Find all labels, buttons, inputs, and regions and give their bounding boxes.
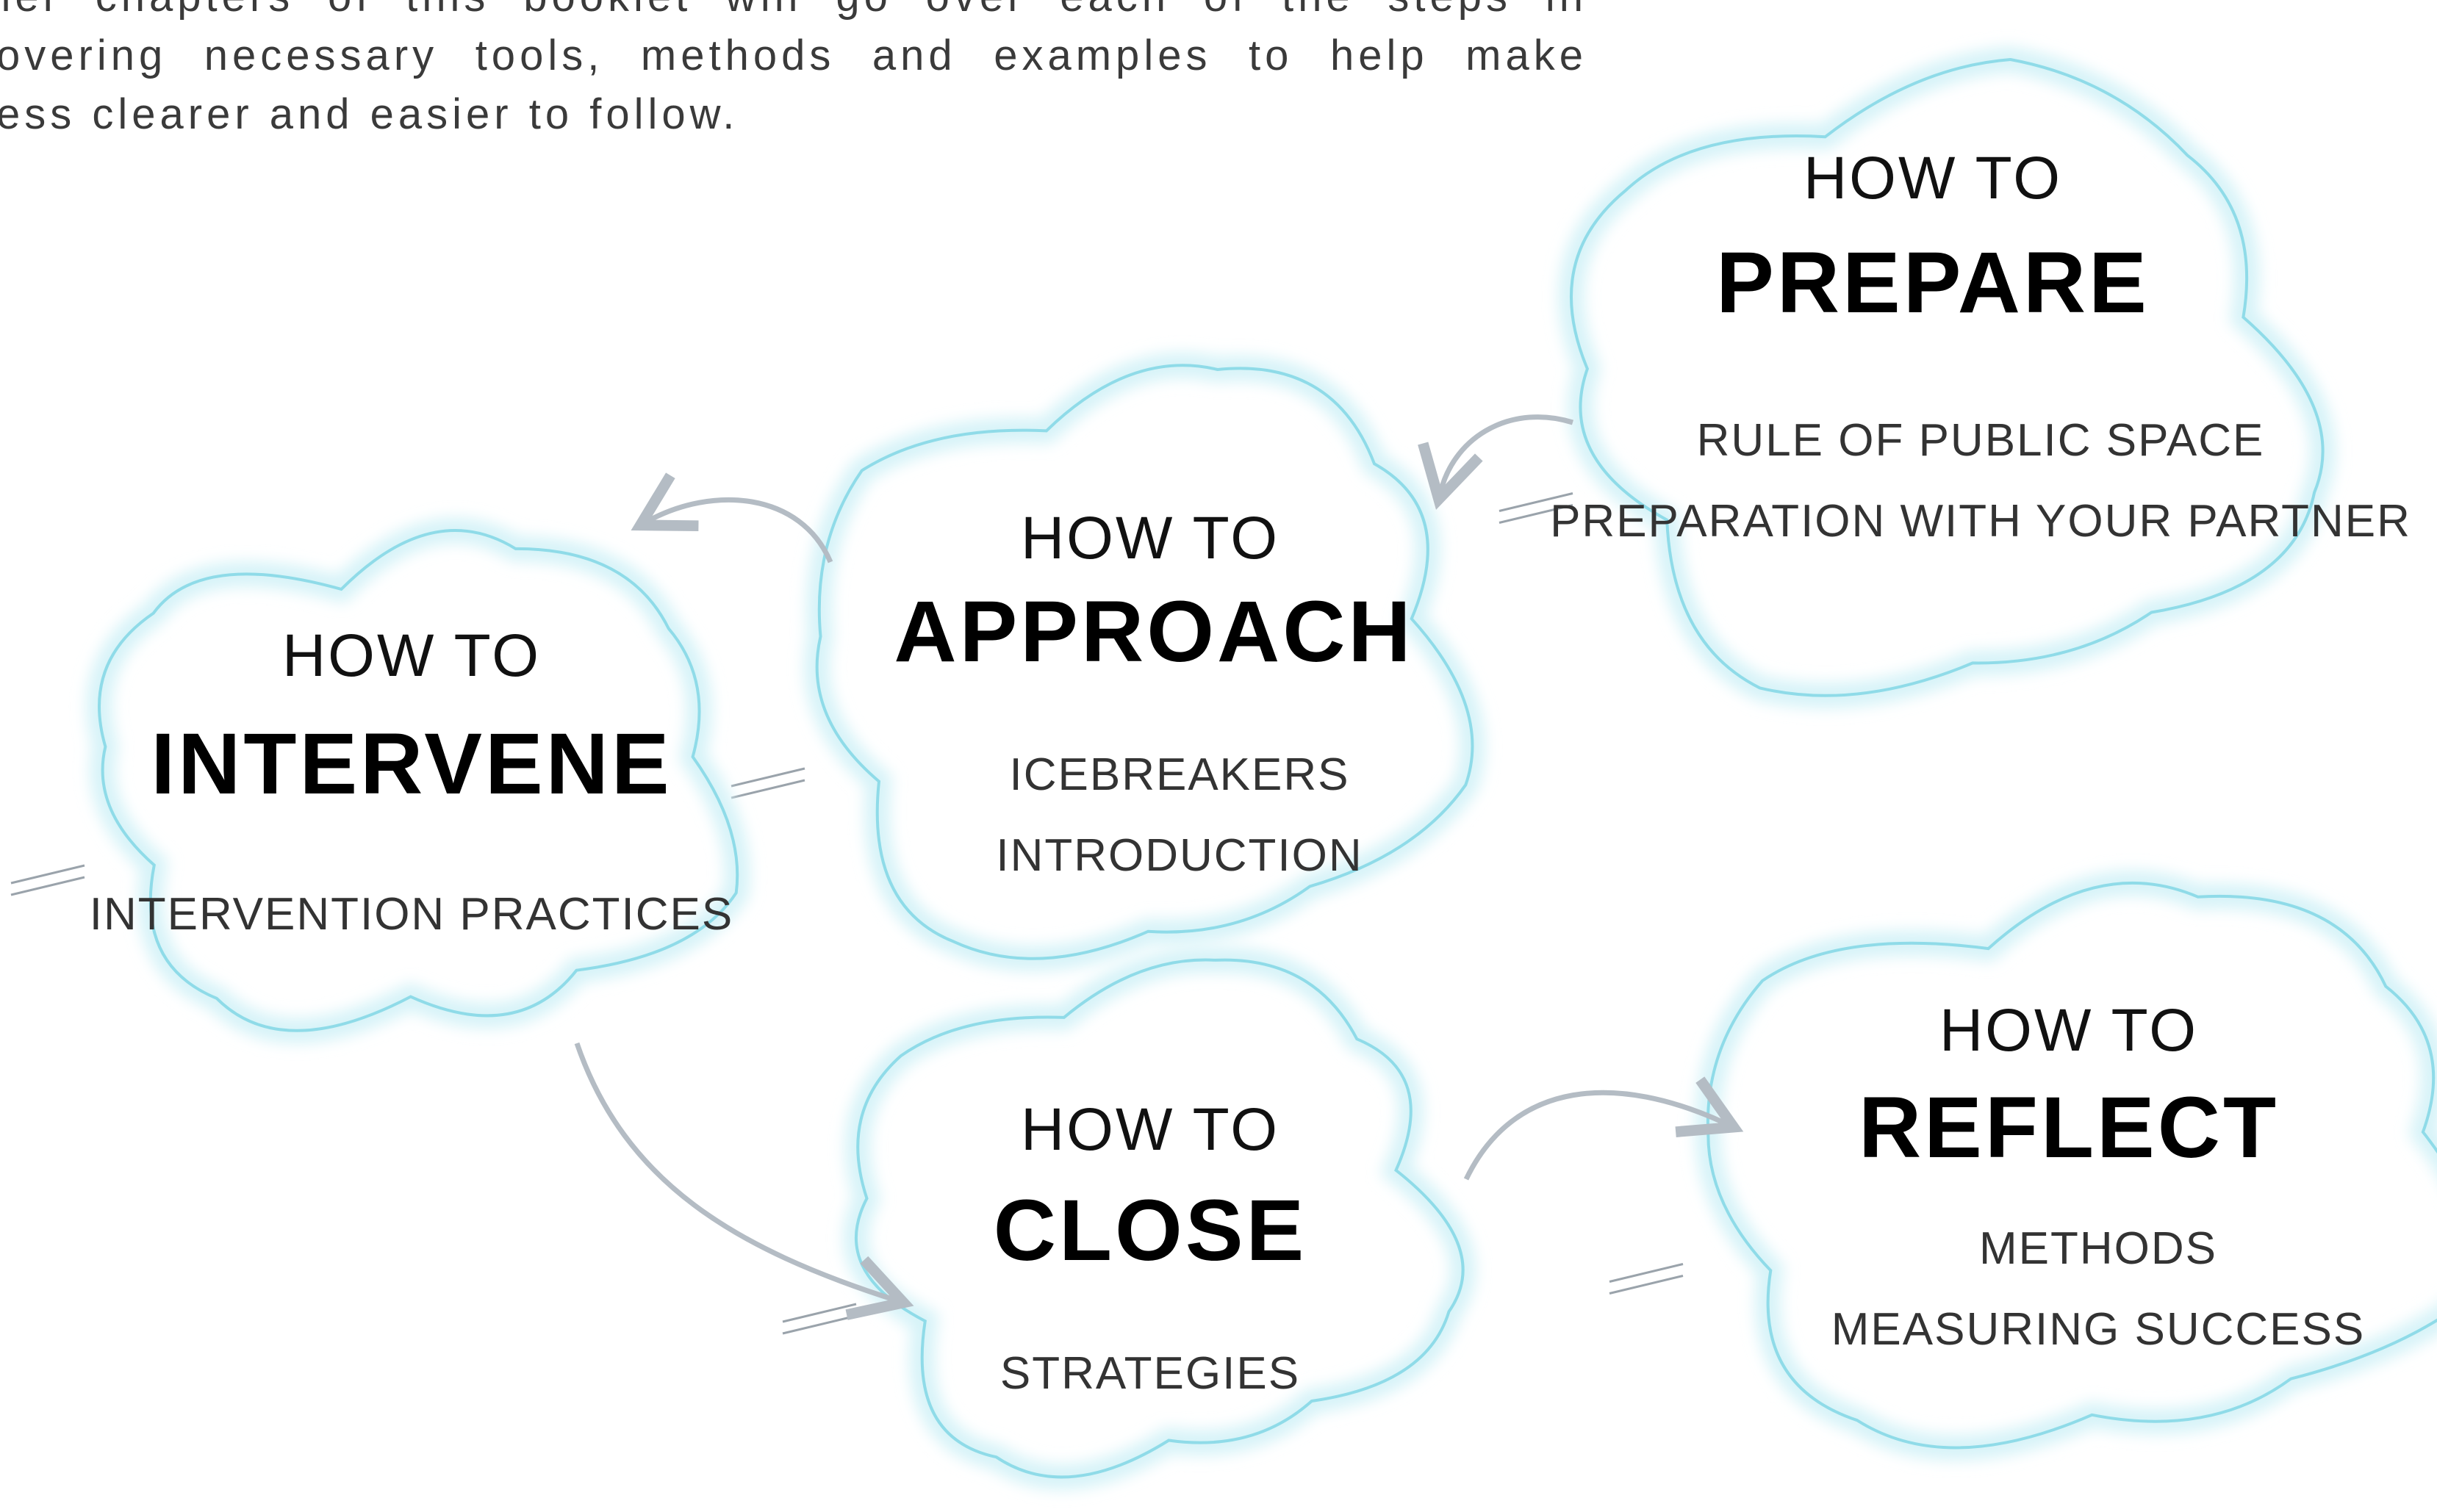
arrow-approach-to-intervene [631,472,833,564]
reflect-item: METHODS [1979,1223,2217,1274]
intro-line-3: cess clearer and easier to follow. [0,90,739,138]
reflect-title: REFLECT [1859,1079,2279,1176]
prepare-item: RULE OF PUBLIC SPACE [1697,415,2265,466]
cloud-prepare-sketch-marks [1499,492,1573,524]
approach-howto-label: HOW TO [1021,505,1279,572]
cloud-approach [815,364,1474,960]
reflect-item: MEASURING SUCCESS [1831,1304,2365,1355]
cloud-reflect [1706,881,2437,1450]
intro-line-1: ther chapters of this booklet will go ov… [0,0,1587,26]
arrow-prepare-to-approach [1418,414,1574,510]
cloud-intervene-sketch-marks [10,864,85,896]
cloud-close-sketch-marks [782,1303,857,1335]
intro-paragraph: ther chapters of this booklet will go ov… [0,0,1587,144]
approach-item: INTRODUCTION [996,830,1363,881]
prepare-item: PREPARATION WITH YOUR PARTNER [1550,496,2411,547]
intervene-howto-label: HOW TO [282,622,541,689]
intervene-title: INTERVENE [151,716,672,813]
cloud-prepare [1570,57,2325,697]
close-howto-label: HOW TO [1021,1096,1279,1163]
cloud-close [855,958,1465,1479]
arrow-close-to-reflect [1463,1076,1744,1181]
cloud-approach-sketch-marks [731,767,805,799]
reflect-howto-label: HOW TO [1939,997,2198,1064]
close-item: STRATEGIES [1000,1348,1300,1399]
labels-layer: HOW TO PREPARE RULE OF PUBLIC SPACE PREPARA… [90,145,2411,1399]
clouds-layer [10,46,2437,1490]
prepare-title: PREPARE [1716,234,2150,331]
arrow-intervene-to-close [574,1042,914,1320]
intro-line-2: covering necessary tools, methods and ex… [0,32,1587,79]
close-title: CLOSE [994,1182,1307,1279]
intervene-item: INTERVENTION PRACTICES [90,889,734,940]
cloud-reflect-sketch-marks [1609,1263,1684,1295]
prepare-howto-label: HOW TO [1803,145,2062,212]
approach-item: ICEBREAKERS [1009,749,1349,800]
approach-title: APPROACH [894,583,1413,680]
cloud-intervene [98,529,739,1032]
arrows-layer [574,414,1744,1320]
